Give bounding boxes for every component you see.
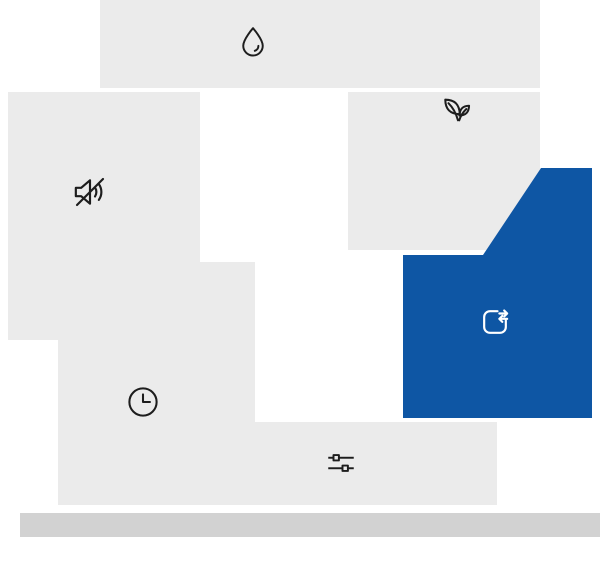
tap-arrows-icon <box>475 302 515 342</box>
leaves-icon <box>438 94 476 132</box>
speaker-muted-icon <box>70 172 110 212</box>
water-drop-icon <box>235 24 271 60</box>
tile-water-drop[interactable] <box>100 0 540 88</box>
sliders-icon <box>323 445 359 481</box>
scrollbar-track[interactable] <box>20 513 600 537</box>
tile-settings[interactable] <box>58 422 497 505</box>
clock-icon <box>124 383 162 421</box>
